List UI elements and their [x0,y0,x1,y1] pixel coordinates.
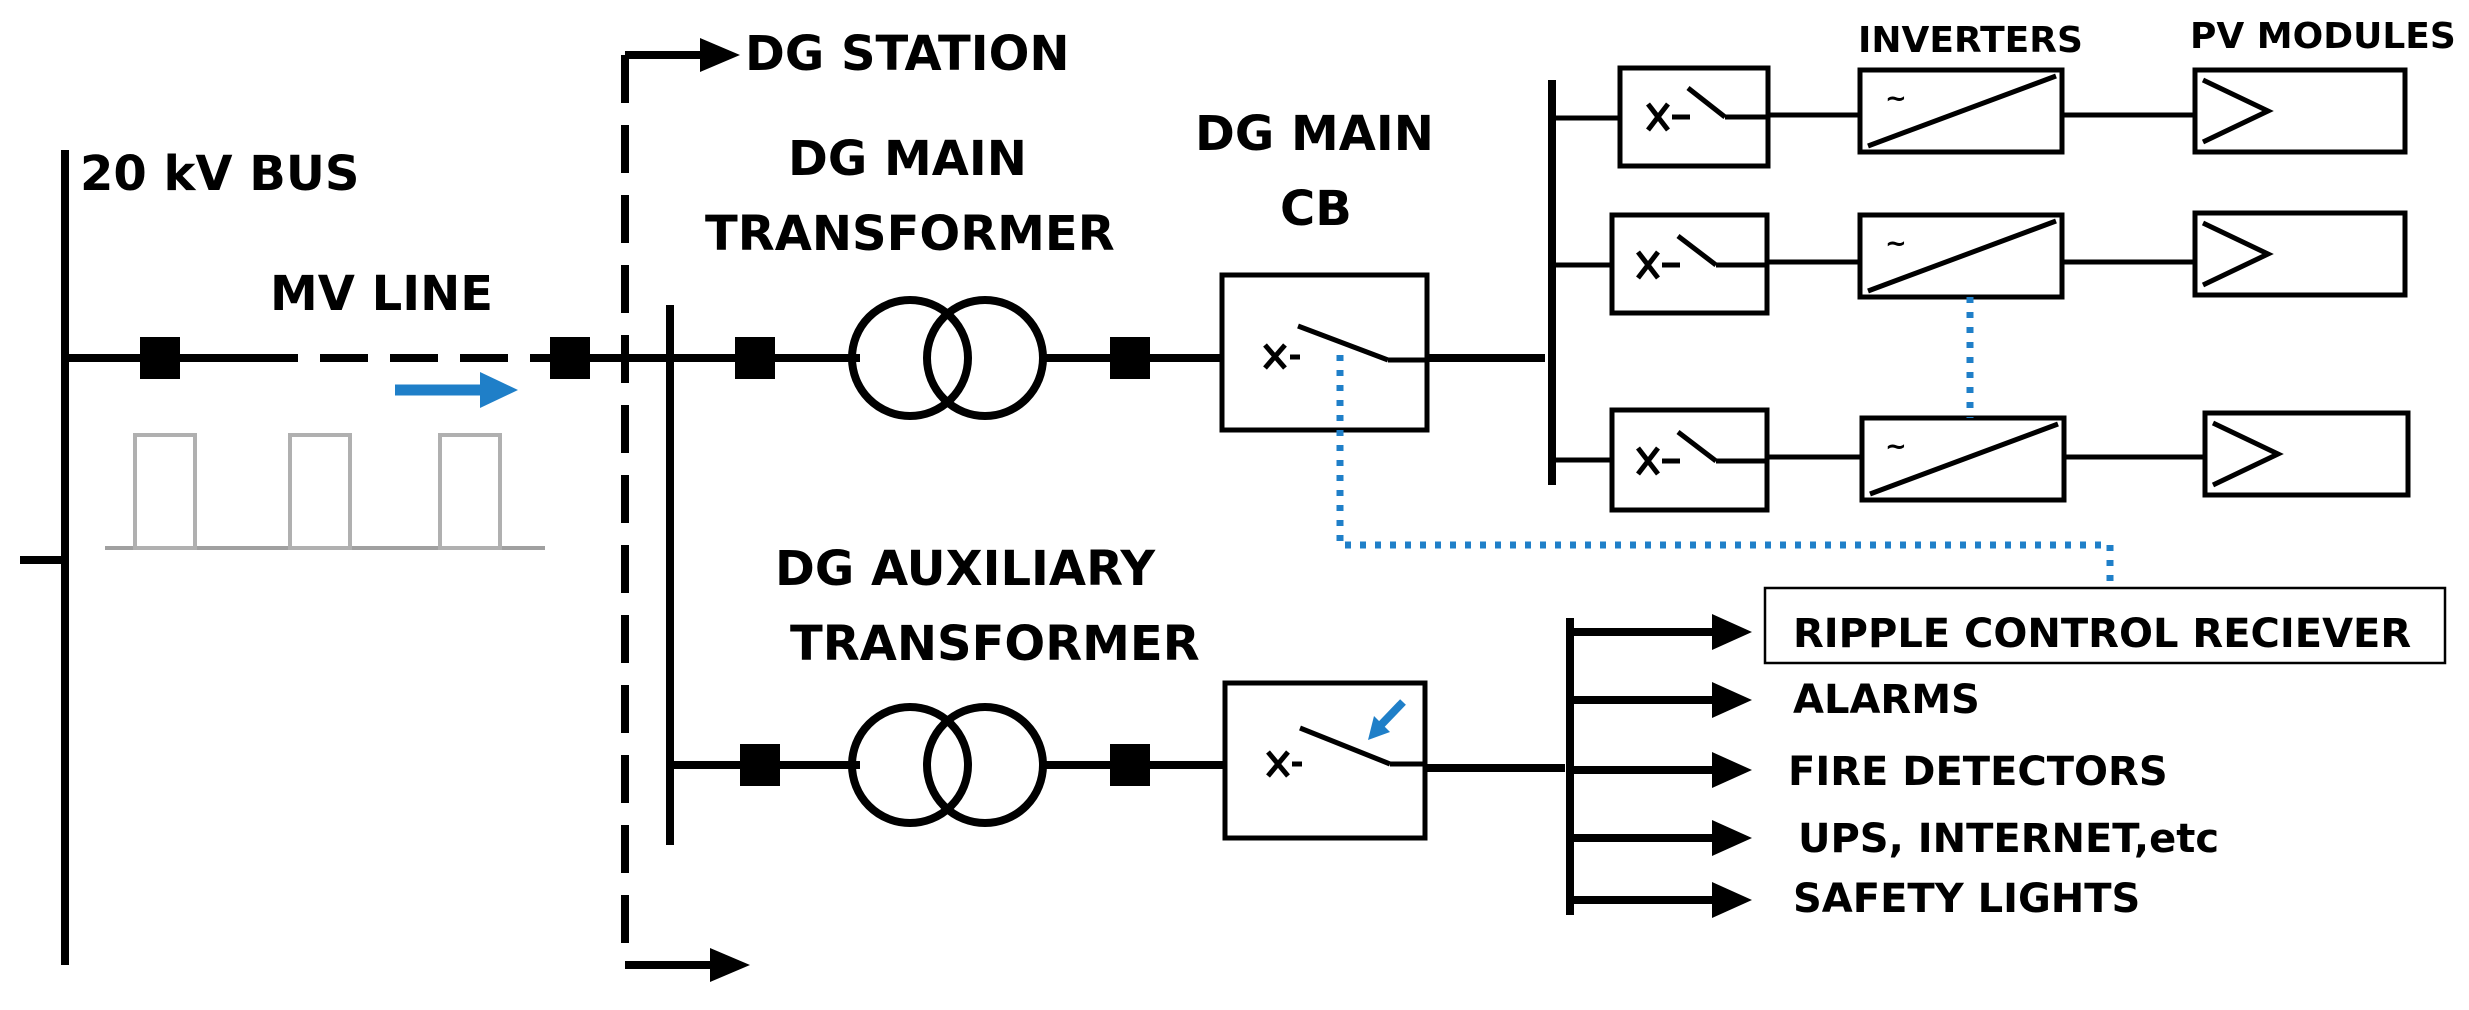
load-label-1: RIPPLE CONTROL RECIEVER [1793,611,2411,657]
pv-string-1: ~ [1552,65,2408,169]
load-arrow-5 [1570,882,1752,918]
main-transformer-label-1: DG MAIN [788,131,1027,187]
main-node-2 [1110,337,1150,379]
control-signal-links [1336,297,2114,585]
load-label-4: UPS, INTERNET,etc [1798,816,2219,862]
main-node-1 [735,337,775,379]
line-node-right [550,337,590,379]
load-arrow-2 [1570,682,1752,718]
inverter-1-symbol: ~ [1885,84,1907,114]
aux-transformer-icon [848,703,1047,827]
dg-station-boundary: DG STATION [621,26,1070,982]
pv-strings: INVERTERS PV MODULES ~ [1552,16,2456,513]
main-transformer-icon [848,296,1047,420]
mv-line: MV LINE [65,266,670,550]
power-flow-arrow-icon [395,372,518,408]
load-label-3: FIRE DETECTORS [1788,749,2168,795]
load-arrow-4 [1570,820,1752,856]
line-node-left [140,337,180,379]
pv-module-1-icon [2192,67,2408,155]
main-cb-label-1: DG MAIN [1195,106,1434,162]
load-arrow-3 [1570,752,1752,788]
main-cb-switch-icon [1263,323,1427,370]
inverter-2-symbol: ~ [1885,229,1907,259]
mv-line-label: MV LINE [270,266,493,322]
pv-module-3-icon [2202,410,2411,498]
aux-node-1 [740,744,780,786]
dg-station-label: DG STATION [745,26,1070,82]
load-label-2: ALARMS [1793,677,1980,723]
load-label-5: SAFETY LIGHTS [1793,876,2140,922]
main-cb-box [1219,272,1430,433]
pv-string-3: ~ [1552,407,2411,513]
dg-aux-branch: DG AUXILIARY TRANSFORMER [670,541,1574,915]
inverters-label: INVERTERS [1858,20,2083,61]
bus-20kv: 20 kV BUS [20,146,359,965]
dg-main-branch: DG MAIN TRANSFORMER DG MAIN CB [670,80,1556,485]
pv-module-2-icon [2192,210,2408,298]
aux-transformer-label-1: DG AUXILIARY [775,541,1156,597]
main-cb-label-2: CB [1280,181,1352,237]
aux-cb-switch-icon [1266,699,1425,778]
inverter-3-symbol: ~ [1885,432,1907,462]
ripple-receiver-box [1763,586,2447,665]
pv-modules-label: PV MODULES [2190,16,2456,57]
load-arrow-1 [1570,614,1752,650]
aux-transformer-label-2: TRANSFORMER [790,616,1200,672]
main-transformer-label-2: TRANSFORMER [705,206,1115,262]
ripple-signal-pulses-icon [105,433,545,550]
aux-node-2 [1110,744,1150,786]
aux-loads: RIPPLE CONTROL RECIEVER ALARMS FIRE DETE… [1570,586,2447,922]
pv-string-2: ~ [1552,210,2408,316]
bus-label: 20 kV BUS [80,146,359,202]
